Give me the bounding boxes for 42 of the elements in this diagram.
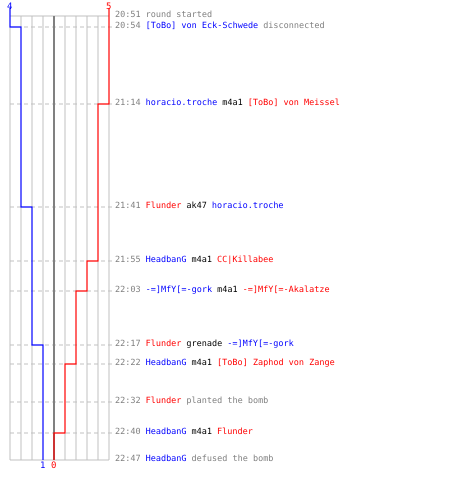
timestamp: 20:54	[115, 21, 141, 32]
weapon-name: ak47	[186, 201, 207, 212]
player-name: [ToBo] Zaphod von Zange	[217, 358, 335, 369]
player-name: -=]MfY[=-gork	[146, 285, 212, 296]
player-name: Flunder	[146, 396, 182, 407]
weapon-name: m4a1	[192, 358, 212, 369]
event-text: defused the bomb	[192, 454, 274, 465]
player-name: horacio.troche	[146, 98, 218, 109]
weapon-name: m4a1	[217, 285, 238, 296]
timestamp: 22:03	[115, 285, 141, 296]
weapon-name: m4a1	[192, 255, 212, 266]
timestamp: 20:51	[115, 10, 141, 21]
player-name: [ToBo] von Eck-Schwede	[146, 21, 258, 32]
weapon-name: m4a1	[222, 98, 243, 109]
timestamp: 21:55	[115, 255, 141, 266]
timestamp: 22:22	[115, 358, 141, 369]
player-name: Flunder	[146, 339, 182, 350]
timestamp: 21:14	[115, 98, 141, 109]
count-label: 0	[51, 461, 56, 471]
count-label: 4	[7, 2, 12, 12]
player-name: horacio.troche	[212, 201, 284, 212]
timestamp: 21:41	[115, 201, 141, 212]
timestamp: 22:17	[115, 339, 141, 350]
event-text: disconnected	[263, 21, 325, 32]
weapon-name: m4a1	[192, 427, 212, 438]
player-name: -=]MfY[=-Akalatze	[242, 285, 330, 296]
player-name: HeadbanG	[146, 255, 187, 266]
player-name: Flunder	[146, 201, 182, 212]
player-name: Flunder	[217, 427, 253, 438]
count-label: 1	[40, 461, 46, 471]
player-name: HeadbanG	[146, 454, 187, 465]
event-text: round started	[146, 10, 212, 21]
timestamp: 22:32	[115, 396, 141, 407]
player-name: HeadbanG	[146, 427, 187, 438]
timestamp: 22:47	[115, 454, 141, 465]
event-text: planted the bomb	[186, 396, 268, 407]
player-name: CC|Killabee	[217, 255, 274, 266]
player-name: HeadbanG	[146, 358, 187, 369]
player-name: [ToBo] von Meissel	[248, 98, 340, 109]
timestamp: 22:40	[115, 427, 141, 438]
player-name: -=]MfY[=-gork	[227, 339, 294, 350]
weapon-name: grenade	[186, 339, 222, 350]
